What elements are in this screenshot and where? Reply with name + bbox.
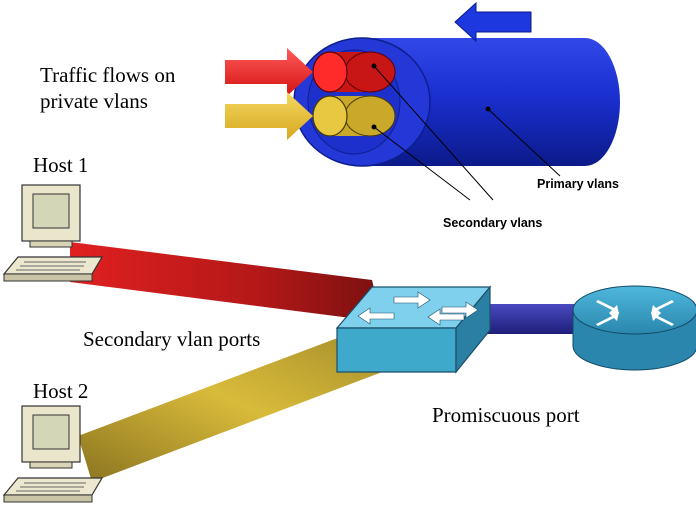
- traffic-label-line1: Traffic flows on: [40, 63, 176, 87]
- host2-label: Host 2: [33, 379, 89, 403]
- host1-label: Host 1: [33, 153, 89, 177]
- host1-link: [70, 242, 382, 322]
- red-traffic-arrow-icon: [225, 48, 313, 96]
- red-secondary-cable-end: [312, 51, 396, 93]
- secondary-vlan-ports-label: Secondary vlan ports: [83, 327, 261, 351]
- traffic-label-line2: private vlans: [40, 89, 148, 113]
- network-switch-icon: [335, 285, 492, 374]
- pointer-lines: [373, 65, 561, 201]
- left-arrow-icon: [454, 1, 532, 43]
- yellow-secondary-cable-end: [312, 95, 396, 137]
- router-link: [482, 304, 577, 334]
- promiscuous-port-label: Promiscuous port: [432, 403, 580, 427]
- trunk-cable-icon: [293, 37, 620, 167]
- primary-vlans-label: Primary vlans: [537, 177, 619, 191]
- router-icon: [572, 285, 696, 371]
- host2-computer-icon: [2, 405, 104, 503]
- yellow-traffic-arrow-icon: [225, 92, 313, 140]
- secondary-vlans-label: Secondary vlans: [443, 216, 543, 230]
- host2-link: [78, 325, 398, 482]
- host1-computer-icon: [2, 184, 104, 282]
